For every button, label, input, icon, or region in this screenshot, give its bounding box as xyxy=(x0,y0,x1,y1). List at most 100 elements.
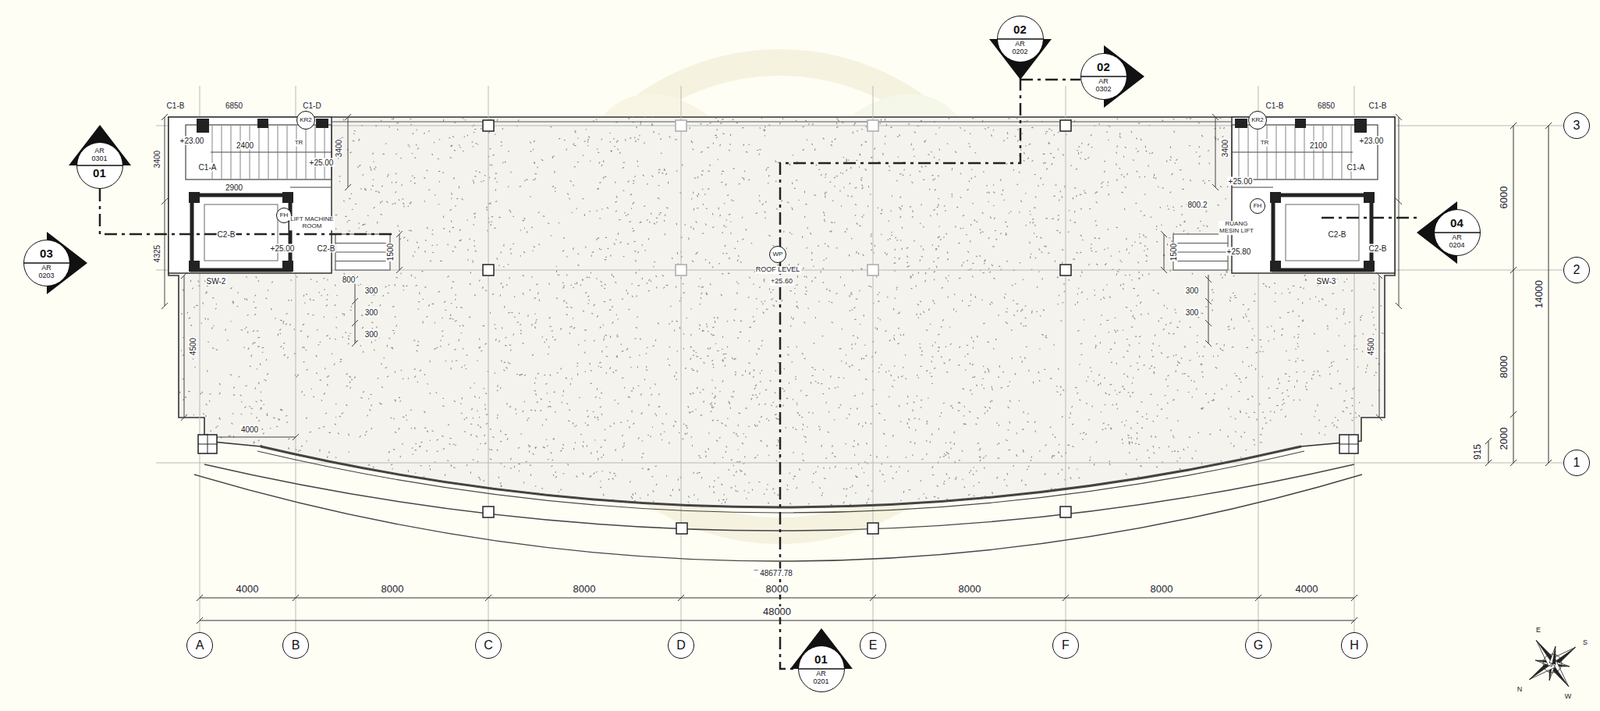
stair-tread xyxy=(221,125,223,179)
compass-letter: W xyxy=(1564,692,1573,701)
grid-lines-part xyxy=(681,85,682,632)
section-marker: 04AR 0204 xyxy=(1433,209,1481,256)
roof-texture xyxy=(180,117,1389,508)
grid-lines-part xyxy=(872,85,874,632)
compass-letter: S xyxy=(1582,638,1589,647)
stair-tread xyxy=(324,125,326,179)
grid-bubble: 2 xyxy=(1563,256,1590,284)
room-tag: C1-B xyxy=(1368,101,1388,110)
marker-divider xyxy=(1433,231,1481,233)
stair-treads xyxy=(212,125,325,179)
grid-lines-part xyxy=(1065,85,1067,632)
marker-number: 01 xyxy=(814,652,828,667)
room-tag: RUANG MESIN LIFT xyxy=(1218,220,1255,235)
compass-point xyxy=(1549,645,1556,664)
dimension-text: 300 xyxy=(364,308,380,317)
room-tag: C2-B xyxy=(216,230,237,239)
section-lines-part xyxy=(99,188,394,235)
grid-lines-part xyxy=(156,462,1564,464)
canopy-columns xyxy=(198,434,1359,534)
marker-divider xyxy=(1080,75,1128,77)
room-tag: TR xyxy=(1259,139,1271,147)
columns-part xyxy=(867,120,879,132)
dimension-text: 2000 xyxy=(1498,426,1510,451)
marker-number: AR 0301 xyxy=(87,147,111,164)
stair-tread xyxy=(268,125,270,179)
parapet-line xyxy=(173,121,1391,123)
grid-label: G xyxy=(1253,638,1263,653)
room-tag: TR xyxy=(294,139,305,147)
marker-disc xyxy=(24,240,70,286)
marker-disc xyxy=(1081,53,1127,100)
core-left xyxy=(161,113,403,421)
marker-disc xyxy=(77,142,123,189)
core-left-part-part xyxy=(282,260,294,272)
core-left-part-part xyxy=(188,260,200,272)
grid-bubble: H xyxy=(1341,631,1368,659)
room-tag: SW-2 xyxy=(205,276,228,286)
dimension-text: 8000 xyxy=(380,583,405,595)
section-marker: 02AR 0202 xyxy=(996,15,1044,63)
grid-label: C xyxy=(483,638,494,653)
marker-divider xyxy=(23,262,71,263)
grid-bubble: 3 xyxy=(1563,112,1590,139)
marker-sheet: AR 0201 xyxy=(808,670,833,686)
dimension-text: 8000 xyxy=(765,583,790,595)
core-left-part-part xyxy=(282,191,294,203)
stair-tread xyxy=(249,125,251,179)
dimension-text: 915 xyxy=(1472,443,1483,461)
dimension-text: 8000 xyxy=(957,583,983,595)
grid-bubble: C xyxy=(475,631,502,659)
room-tag: C1-A xyxy=(1346,163,1366,172)
room-tag: C1-B xyxy=(166,101,186,110)
marker-divider xyxy=(996,38,1044,40)
dimension-text: 8000 xyxy=(572,583,597,595)
dimension-text: 300 xyxy=(1184,308,1200,317)
dimension-text: 4325 xyxy=(152,244,162,263)
dimension-text: 14000 xyxy=(1533,279,1545,309)
core-right xyxy=(1160,113,1402,421)
dimension-text: 3400 xyxy=(1220,138,1230,158)
tag-circle: KR2 xyxy=(296,110,316,130)
room-tag: C1-B xyxy=(1265,101,1285,110)
marker-sheet: AR 0204 xyxy=(1444,234,1469,250)
room-tag: C2-B xyxy=(1368,244,1388,253)
canopy-columns-part xyxy=(676,522,688,534)
stair-tread xyxy=(240,125,242,179)
dimension-text: ⌒48677.78 xyxy=(751,568,794,578)
dimension-text: 2400 xyxy=(235,141,255,150)
marker-disc xyxy=(1434,209,1480,256)
dimension-text: 1500 xyxy=(386,242,395,262)
grid-label: F xyxy=(1061,638,1070,653)
stair-tread xyxy=(258,125,260,179)
tag-text: KR2 xyxy=(299,117,313,125)
grid-bubble: D xyxy=(667,631,695,659)
core-left-part xyxy=(290,186,332,188)
core-left-part-part xyxy=(196,118,210,133)
section-lines-part xyxy=(1020,78,1081,82)
dimension-lines-part xyxy=(1485,437,1492,466)
core-left-part xyxy=(335,243,391,262)
compass-letter: E xyxy=(1535,626,1542,635)
core-left-part xyxy=(180,272,188,421)
grid-bubble: E xyxy=(859,631,887,659)
grid-label: 3 xyxy=(1573,118,1581,133)
compass-ring xyxy=(1543,653,1562,673)
dimension-lines-part xyxy=(196,594,1358,624)
level-mark: +25.80 xyxy=(1226,247,1253,256)
room-tag: ROOF LEVEL xyxy=(755,266,802,274)
grid-bubble: G xyxy=(1245,631,1272,659)
dimension-text: 4000 xyxy=(240,425,259,434)
columns xyxy=(482,120,1072,276)
grid-label: 1 xyxy=(1573,455,1581,470)
core-left-part xyxy=(191,195,291,270)
core-left-part xyxy=(396,230,403,274)
columns-part xyxy=(675,120,687,132)
tag-text: KR2 xyxy=(1251,117,1264,125)
grid-bubble: B xyxy=(282,631,309,659)
marker-divider xyxy=(798,667,845,669)
stair-tread xyxy=(287,125,288,179)
canopy-columns-part xyxy=(867,522,879,534)
dimension-text: 4500 xyxy=(1366,337,1376,356)
